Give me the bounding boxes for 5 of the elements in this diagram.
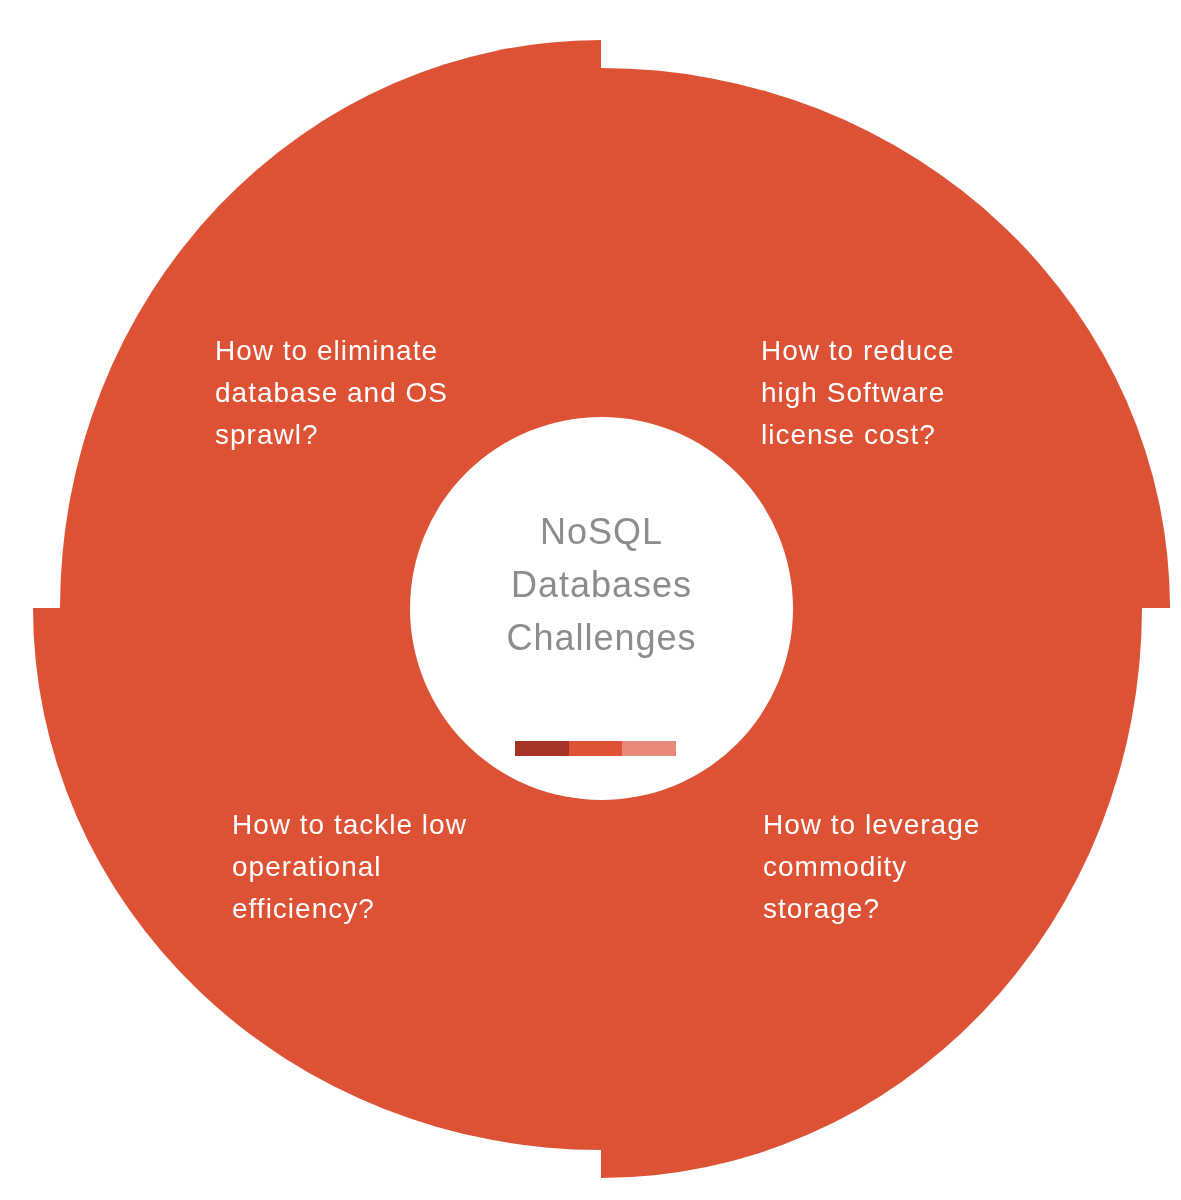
center-title: NoSQL Databases Challenges	[505, 510, 698, 660]
question-text: How to tackle low operational efficiency?	[232, 808, 468, 926]
question-text: How to reduce high Software license cost?	[761, 334, 956, 452]
question-text: How to leverage commodity storage?	[763, 808, 982, 926]
question-text: How to eliminate database and OS sprawl?	[215, 334, 449, 452]
